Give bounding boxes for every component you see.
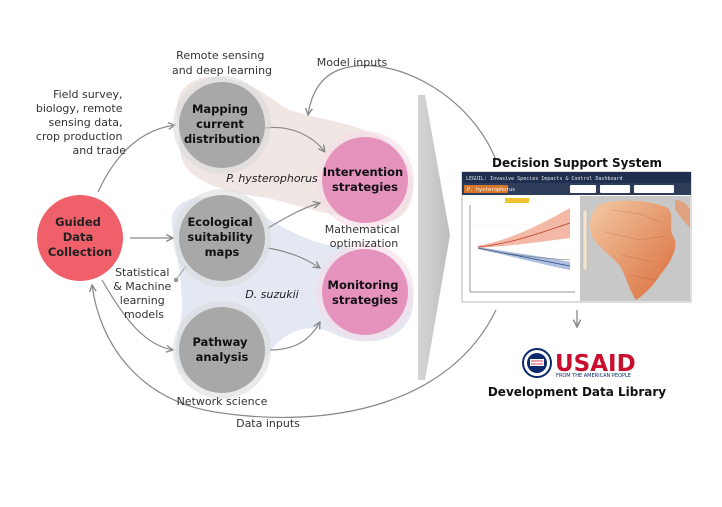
node-mapping-current-distribution: Mapping current distribution bbox=[173, 76, 271, 174]
dss-tab-label: P. hysterophorus bbox=[467, 187, 515, 193]
node-monitoring-strategies: Monitoring strategies bbox=[316, 243, 414, 341]
arrow-mapping-to-intervention bbox=[264, 126, 325, 152]
guided-line-2: Data bbox=[63, 230, 94, 244]
note-remote-sensing: Remote sensing and deep learning bbox=[172, 49, 272, 77]
svg-text:Intervention strategies: Intervention strategies bbox=[323, 165, 407, 194]
node-pathway-analysis: Pathway analysis bbox=[173, 301, 271, 399]
monitoring-line-2: strategies bbox=[332, 293, 398, 307]
ecological-line-1: Ecological bbox=[187, 215, 252, 229]
guided-line-3: Collection bbox=[48, 245, 112, 259]
svg-text:Ecological suitability: Ecological suitability maps bbox=[187, 215, 256, 259]
intervention-line-2: strategies bbox=[332, 180, 398, 194]
arrow-guided-to-pathway bbox=[101, 279, 173, 350]
ecological-line-3: maps bbox=[205, 245, 240, 259]
note-mathematical-optimization: Mathematical optimization bbox=[325, 223, 403, 250]
usaid-logo-text: USAID bbox=[555, 351, 636, 377]
guided-line-1: Guided bbox=[55, 215, 101, 229]
svg-text:Pathway analysis: Pathway analysis bbox=[192, 335, 251, 364]
mapping-line-1: Mapping bbox=[192, 102, 248, 116]
flow-chevron bbox=[418, 95, 450, 380]
arrow-pathway-to-monitoring bbox=[269, 322, 320, 351]
svg-text:Guided Data Collec: Guided Data Collection bbox=[48, 215, 112, 259]
note-model-inputs: Model inputs bbox=[317, 56, 388, 69]
note-statistical-ml: Statistical & Machine learning models bbox=[113, 266, 175, 321]
species-p-hysterophorus: P. hysterophorus bbox=[226, 172, 318, 185]
mapping-line-3: distribution bbox=[184, 132, 260, 146]
pathway-line-1: Pathway bbox=[192, 335, 248, 349]
note-data-inputs: Data inputs bbox=[236, 417, 300, 430]
arrow-ecological-to-monitoring bbox=[267, 247, 320, 268]
mapping-line-2: current bbox=[196, 117, 244, 131]
node-ecological-suitability: Ecological suitability maps bbox=[173, 189, 271, 287]
node-guided-data-collection: Guided Data Collection bbox=[37, 195, 123, 281]
data-inputs-arrow bbox=[92, 285, 497, 418]
species-d-suzukii: D. suzukii bbox=[245, 288, 298, 301]
note-field-survey: Field survey, biology, remote sensing da… bbox=[36, 88, 126, 157]
monitoring-line-1: Monitoring bbox=[328, 278, 399, 292]
dss-screenshot: LEGUIL: Invasive Species Impacts & Contr… bbox=[461, 171, 692, 303]
intervention-line-1: Intervention bbox=[323, 165, 403, 179]
arrow-guided-to-mapping bbox=[97, 125, 175, 193]
title-development-data-library: Development Data Library bbox=[488, 385, 666, 399]
title-decision-support-system: Decision Support System bbox=[492, 156, 662, 170]
usaid-logo-subtext: FROM THE AMERICAN PEOPLE bbox=[556, 373, 631, 379]
arrow-ecological-to-intervention bbox=[267, 203, 320, 229]
model-inputs-arrow bbox=[308, 64, 497, 161]
usaid-logo: USAID FROM THE AMERICAN PEOPLE bbox=[522, 348, 636, 379]
pathway-line-2: analysis bbox=[196, 350, 249, 364]
node-intervention-strategies: Intervention strategies bbox=[316, 131, 414, 229]
statistical-dot bbox=[173, 277, 179, 283]
ecological-line-2: suitability bbox=[187, 230, 253, 244]
note-network-science: Network science bbox=[177, 395, 268, 408]
dss-header-text: LEGUIL: Invasive Species Impacts & Contr… bbox=[466, 176, 623, 182]
svg-text:Mapping current di: Mapping current distribution bbox=[184, 102, 260, 146]
svg-text:Monitoring strategies: Monitoring strategies bbox=[328, 278, 403, 307]
